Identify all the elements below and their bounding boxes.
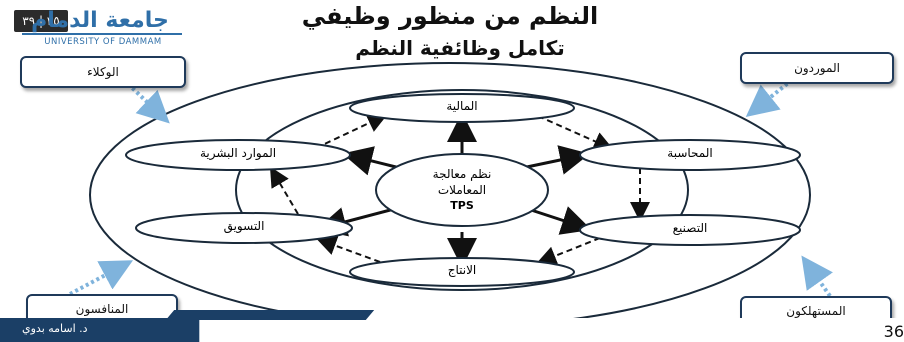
tps-line-1: نظم معالجة (432, 167, 492, 181)
university-logo-arabic: جامعة الدمام (31, 8, 169, 33)
external-box-suppliers: الموردون (740, 52, 894, 84)
node-hr-ellipse (125, 139, 351, 171)
external-box-agents: الوكلاء (20, 56, 186, 88)
tps-line-2: المعاملات (437, 183, 487, 197)
logo-divider (22, 33, 182, 35)
node-production-label: الانتاج (447, 263, 477, 277)
author-name: د. اسامه بدوي (22, 322, 88, 335)
cycle-dashed-arrows (269, 113, 650, 266)
node-tps-label: نظم معالجة المعاملات TPS (392, 166, 532, 214)
university-logo-english: UNIVERSITY OF DAMMAM (44, 37, 162, 47)
inner-ring-ellipse (235, 89, 689, 291)
node-accounting-ellipse (579, 139, 801, 171)
footer-bar (0, 318, 904, 342)
footer-stripe (165, 310, 375, 320)
node-hr-label: الموارد البشرية (199, 146, 277, 160)
node-marketing-ellipse (135, 212, 353, 244)
tps-line-3: TPS (450, 199, 474, 212)
page-number: 36 (883, 322, 904, 341)
node-production-ellipse (349, 257, 575, 287)
slide-subtitle: تكامل وظائفية النظم (355, 36, 565, 60)
node-accounting-label: المحاسبة (667, 146, 713, 160)
slide-title: النظم من منظور وظيفي (301, 2, 599, 30)
external-dotted-arrows (69, 78, 833, 298)
node-finance-label: المالية (446, 99, 478, 113)
node-manufacturing-ellipse (579, 214, 801, 246)
node-manufacturing-label: التصنيع (672, 221, 708, 235)
node-marketing-label: التسويق (223, 219, 265, 233)
node-tps-ellipse (375, 153, 549, 227)
node-finance-ellipse (349, 93, 575, 123)
slide-counter-badge: ٣٥ | ٣٩ (14, 10, 68, 32)
